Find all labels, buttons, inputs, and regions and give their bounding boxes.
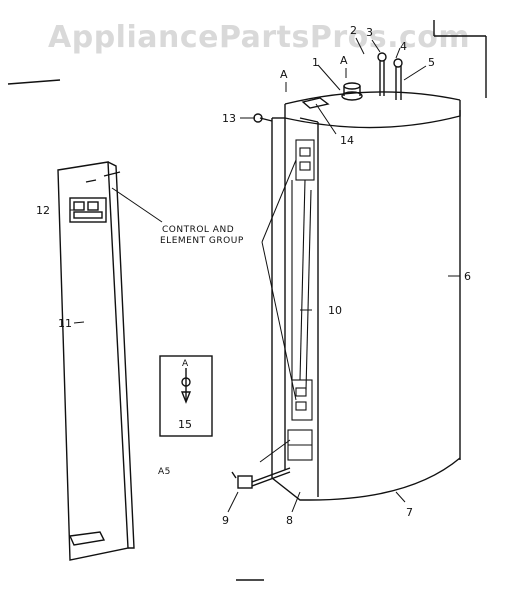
top-bracket (7, 20, 487, 581)
group-label-line2: ELEMENT GROUP (160, 236, 244, 246)
callout-2: 2 (350, 24, 357, 37)
callout-15: 15 (178, 418, 192, 431)
callout-12: 12 (36, 204, 50, 217)
callout-7: 7 (406, 506, 413, 519)
callout-11: 11 (58, 317, 72, 330)
callout-4: 4 (400, 40, 407, 53)
callout-8: 8 (286, 514, 293, 527)
callout-labels: 1 2 3 4 5 6 7 8 9 10 11 12 13 14 15 CONT… (36, 24, 471, 527)
callout-10: 10 (328, 304, 342, 317)
view-marker-a: A (280, 68, 288, 81)
group-label-line1: CONTROL AND (162, 225, 234, 235)
detail-code: A5 (158, 467, 171, 477)
leader-lines (70, 37, 460, 513)
view-marker-a-2: A (340, 54, 348, 67)
callout-13: 13 (222, 112, 236, 125)
callout-3: 3 (366, 26, 373, 39)
top-fittings (253, 52, 403, 123)
view-marker-a-3: A (182, 359, 189, 369)
detail-box (159, 355, 213, 437)
callout-6: 6 (464, 270, 471, 283)
drain-valve (231, 467, 291, 489)
callout-5: 5 (428, 56, 435, 69)
callout-9: 9 (222, 514, 229, 527)
callout-1: 1 (312, 56, 319, 69)
control-element-group (287, 139, 315, 461)
tank-body (271, 91, 461, 501)
access-panel (57, 161, 135, 561)
callout-14: 14 (340, 134, 354, 147)
